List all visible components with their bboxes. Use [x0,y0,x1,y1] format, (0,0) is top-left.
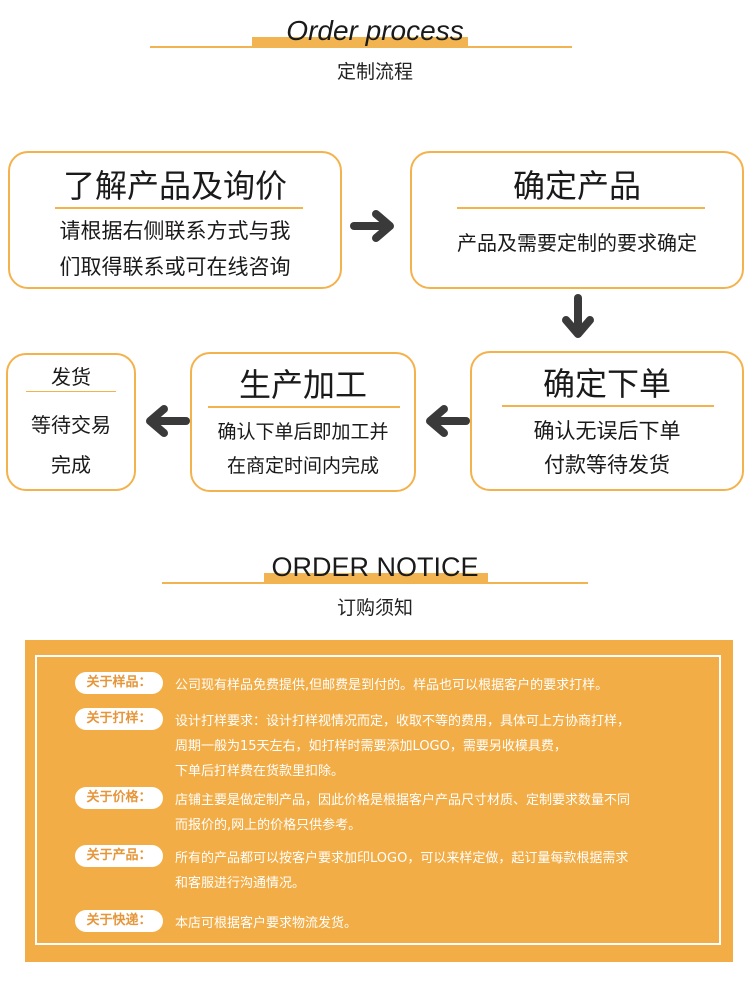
notice-label: 关于打样： [75,708,163,730]
notice-text: 本店可根据客户要求物流发货。 [175,916,358,931]
process-title-en: Order process [286,15,464,46]
step-card-confirm-product: 确定产品 产品及需要定制的要求确定 [410,151,744,289]
heading-highlight [264,573,488,584]
step-title-underline [55,207,303,209]
step-desc-line: 在商定时间内完成 [226,455,379,477]
notice-frame [35,655,721,945]
process-heading: Order process 定制流程 [0,0,750,90]
process-title-cn: 定制流程 [336,61,413,83]
step-title-underline [502,405,714,407]
step-desc-line: 确认无误后下单 [533,419,681,443]
step-title-underline [26,391,116,392]
step-desc-line: 付款等待发货 [544,453,670,477]
step-card-shipping: 发货 等待交易 完成 [6,353,136,491]
notice-text: 公司现有样品免费提供,但邮费是到付的。样品也可以根据客户的要求打样。 [175,678,609,693]
notice-text: 所有的产品都可以按客户要求加印LOGO，可以来样定做，起订量每款根据需求 和客服… [175,851,629,891]
step-title: 确定下单 [542,365,671,403]
step-card-inquiry: 了解产品及询价 请根据右侧联系方式与我 们取得联系或可在线咨询 [8,151,342,289]
step-title: 确定产品 [512,167,641,205]
arrow-left-icon [146,405,190,437]
step-title: 了解产品及询价 [62,167,287,205]
step-desc-line: 等待交易 [31,413,111,437]
arrow-right-icon [350,210,394,242]
notice-title-cn: 订购须知 [336,597,413,619]
step-desc-line: 产品及需要定制的要求确定 [457,231,697,255]
notice-heading: ORDER NOTICE 订购须知 [0,540,750,630]
step-card-place-order: 确定下单 确认无误后下单 付款等待发货 [470,351,744,491]
notice-title-en: ORDER NOTICE [271,552,479,582]
step-desc-line: 确认下单后即加工并 [217,421,389,443]
notice-text: 设计打样要求：设计打样视情况而定，收取不等的费用，具体可上方协商打样， 周期一般… [175,714,631,779]
step-card-production: 生产加工 确认下单后即加工并 在商定时间内完成 [190,352,416,492]
step-title: 发货 [51,365,91,389]
notice-text: 店铺主要是做定制产品，因此价格是根据客户产品尺寸材质、定制要求数量不同 而报价的… [175,793,631,833]
step-desc-line: 请根据右侧联系方式与我 [59,219,291,243]
notice-label: 关于样品： [75,672,163,694]
notice-label: 关于产品： [75,845,163,867]
arrow-left-icon [426,405,470,437]
step-desc-line: 们取得联系或可在线咨询 [59,255,291,279]
notice-label: 关于价格： [75,787,163,809]
step-title-underline [208,406,400,408]
notice-panel: 关于样品： 公司现有样品免费提供,但邮费是到付的。样品也可以根据客户的要求打样。… [25,640,733,962]
step-title: 生产加工 [238,366,367,404]
step-desc-line: 完成 [51,453,91,477]
notice-label: 关于快递： [75,910,163,932]
arrow-down-icon [562,294,594,338]
step-title-underline [457,207,705,209]
heading-highlight [252,37,468,48]
